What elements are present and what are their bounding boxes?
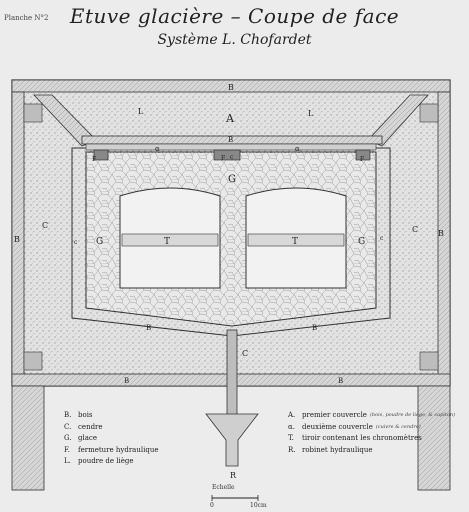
legend-item: L.poudre de liège [64,457,134,465]
label-alpha: α [155,145,160,153]
right-drawer [247,233,345,247]
legend-item: F.fermeture hydraulique [64,445,159,454]
corner-block [419,351,439,371]
label-G: G [358,237,365,247]
label-L: L [308,109,314,118]
second-lid [85,143,377,151]
label-G: G [228,174,236,185]
hydraulic-closure [93,149,109,161]
legend-item: A.premier couvercle(bois, poudre de lièg… [288,411,456,419]
label-C: C [242,349,248,358]
right-sloped-board [367,94,429,147]
label-B: B [312,324,317,332]
label-R: R [230,471,237,480]
label-T: T [292,237,298,247]
legend-right: A.premier couvercle(bois, poudre de lièg… [288,410,455,456]
legend-item: C.cendre [64,422,103,431]
label-alpha: α [295,145,300,153]
scale-title: Echelle [212,484,235,491]
outlet-pipe [226,329,238,419]
legend-item: G.glace [64,434,97,442]
label-A: A [225,112,235,125]
legend-item: B.bois [64,411,93,419]
label-G: G [96,237,103,247]
hydraulic-closure [213,149,241,161]
right-foot [417,385,451,491]
label-B: B [124,377,129,385]
label-C: C [412,225,418,234]
hydraulic-closure [355,149,371,161]
label-B: B [438,229,444,238]
scale-start: 0 [210,502,214,509]
label-B: B [228,83,234,92]
label-F: F [360,156,364,163]
label-B: B [338,377,343,385]
outlet-funnel [205,413,259,467]
plate-number: Planche N°2 [4,14,49,22]
scale-end: 10cm [250,502,267,509]
label-c: c [380,235,384,242]
corner-block [23,103,43,123]
label-B: B [146,324,151,332]
top-board [11,79,451,93]
corner-block [419,103,439,123]
label-C: C [42,221,48,230]
label-B: B [14,235,20,244]
label-B: B [228,136,233,144]
legend-item: α.deuxième couvercle(cuivre & cendre) [288,422,421,431]
left-drawer [121,233,219,247]
page-title: Etuve glacière – Coupe de face [69,4,400,28]
page-subtitle: Système L. Chofardet [157,32,312,48]
label-F: F [92,156,96,163]
legend-item: R.robinet hydraulique [288,445,373,454]
right-board [437,91,451,387]
label-T: T [164,237,170,247]
left-foot [11,385,45,491]
legend-item: T.tiroir contenant les chronomètres [288,434,422,442]
legend-left: B.bois C.cendre G.glace F.fermeture hydr… [64,410,158,468]
corner-block [23,351,43,371]
label-c: c [230,154,234,161]
label-F: F [221,155,225,162]
label-L: L [138,107,144,116]
label-c: c [74,239,78,246]
